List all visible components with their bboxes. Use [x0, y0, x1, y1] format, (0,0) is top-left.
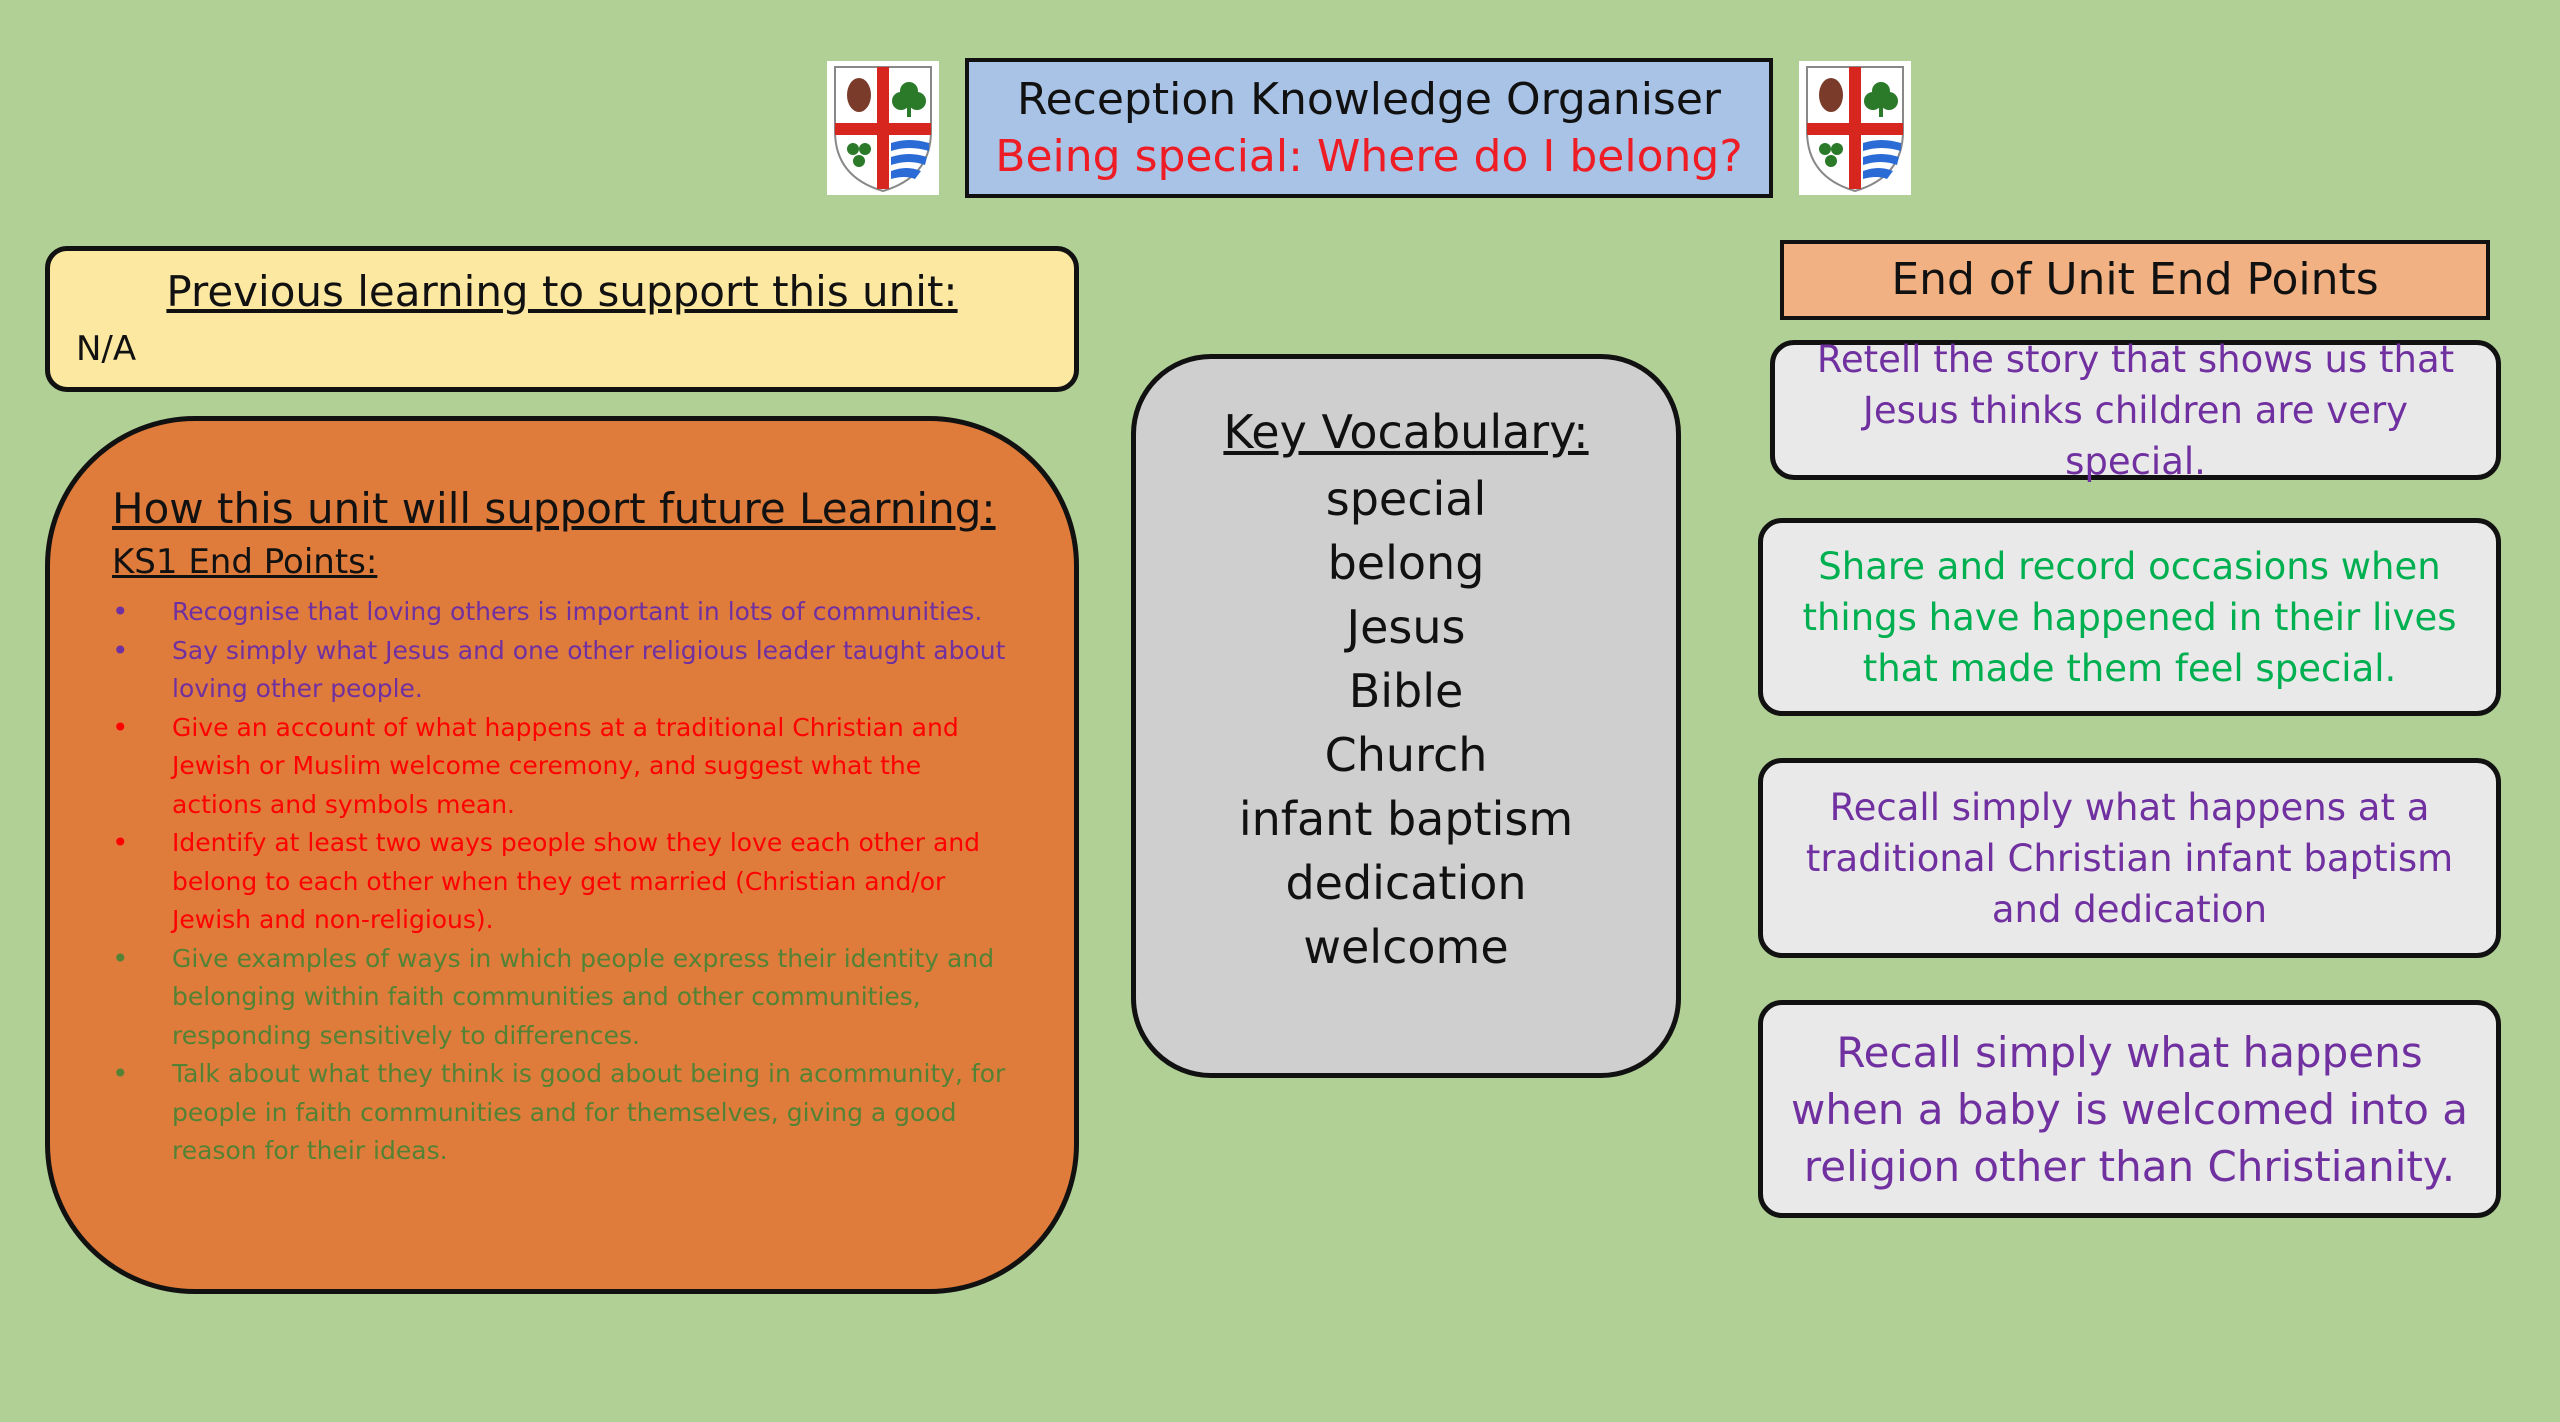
ks1-end-points-list: Recognise that loving others is importan…: [112, 593, 1014, 1171]
vocabulary-word: welcome: [1303, 920, 1509, 974]
end-point-card: Recall simply what happens at a traditio…: [1758, 758, 2501, 958]
list-item: Recognise that loving others is importan…: [112, 593, 1014, 632]
list-item: Talk about what they think is good about…: [112, 1055, 1014, 1171]
ks1-end-points-heading: KS1 End Points:: [112, 542, 378, 582]
page-title: Reception Knowledge Organiser: [1016, 74, 1722, 125]
title-box: Reception Knowledge Organiser Being spec…: [965, 58, 1773, 198]
key-vocabulary-panel: Key Vocabulary: special belong Jesus Bib…: [1131, 354, 1681, 1078]
vocabulary-word: Church: [1324, 728, 1488, 782]
end-point-text: Share and record occasions when things h…: [1802, 544, 2457, 690]
vocabulary-word: special: [1325, 472, 1487, 526]
list-item: Give an account of what happens at a tra…: [112, 709, 1014, 825]
previous-learning-text: N/A: [76, 329, 137, 369]
school-crest-icon: [1799, 61, 1911, 195]
vocabulary-word: dedication: [1285, 856, 1527, 910]
end-point-text: Recall simply what happens at a traditio…: [1805, 785, 2454, 931]
list-item: Give examples of ways in which people ex…: [112, 940, 1014, 1056]
list-item: Say simply what Jesus and one other reli…: [112, 632, 1014, 709]
end-point-card: Recall simply what happens when a baby i…: [1758, 1000, 2501, 1218]
list-item: Identify at least two ways people show t…: [112, 824, 1014, 940]
vocabulary-word: Bible: [1348, 664, 1464, 718]
previous-learning-heading: Previous learning to support this unit:: [166, 267, 958, 316]
school-crest-icon: [827, 61, 939, 195]
end-points-heading: End of Unit End Points: [1780, 240, 2490, 320]
future-learning-panel: How this unit will support future Learni…: [45, 416, 1079, 1294]
end-point-card: Retell the story that shows us that Jesu…: [1770, 338, 2501, 483]
key-vocabulary-heading: Key Vocabulary:: [1223, 405, 1589, 459]
vocabulary-list: special belong Jesus Bible Church infant…: [1136, 467, 1676, 979]
vocabulary-word: belong: [1327, 536, 1485, 590]
previous-learning-panel: Previous learning to support this unit: …: [45, 246, 1079, 392]
vocabulary-word: Jesus: [1346, 600, 1466, 654]
end-point-card: Share and record occasions when things h…: [1758, 518, 2501, 716]
vocabulary-word: infant baptism: [1238, 792, 1574, 846]
end-point-text: Recall simply what happens when a baby i…: [1791, 1027, 2468, 1191]
page-subtitle: Being special: Where do I belong?: [995, 131, 1743, 182]
end-point-text: Retell the story that shows us that Jesu…: [1816, 337, 2455, 483]
future-learning-heading: How this unit will support future Learni…: [112, 484, 996, 533]
